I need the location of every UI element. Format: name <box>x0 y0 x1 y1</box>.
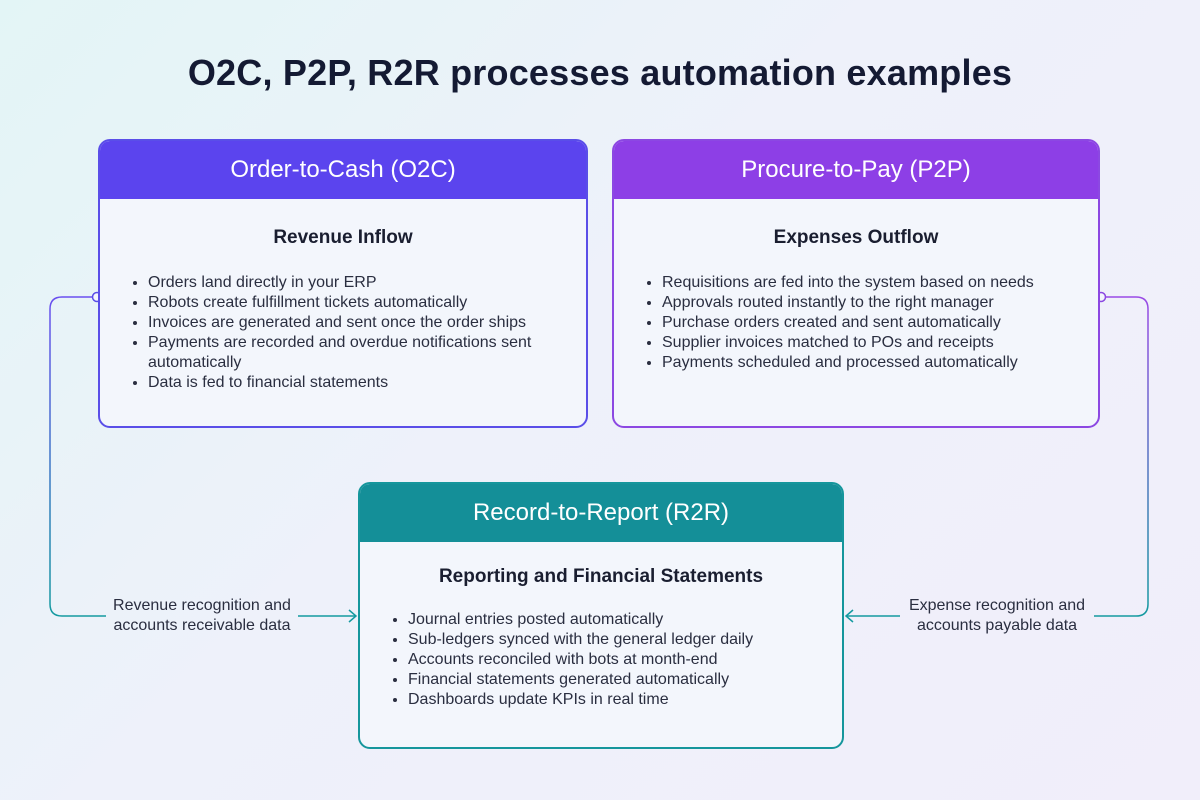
arrow-left-icon <box>844 609 854 623</box>
o2c-card: Order-to-Cash (O2C) Revenue Inflow Order… <box>98 139 588 428</box>
list-item: Accounts reconciled with bots at month-e… <box>408 650 822 670</box>
p2p-subtitle: Expenses Outflow <box>773 227 939 248</box>
list-item: Sub-ledgers synced with the general ledg… <box>408 630 822 650</box>
r2r-subtitle: Reporting and Financial Statements <box>438 566 764 587</box>
p2p-list: Requisitions are fed into the system bas… <box>614 273 1098 373</box>
arrow-right-icon <box>348 609 358 623</box>
page-title: O2C, P2P, R2R processes automation examp… <box>187 52 1013 93</box>
revenue-recognition-label: Revenue recognition and accounts receiva… <box>113 597 291 634</box>
r2r-card: Record-to-Report (R2R) Reporting and Fin… <box>358 482 844 749</box>
list-item: Dashboards update KPIs in real time <box>408 690 822 710</box>
list-item: Requisitions are fed into the system bas… <box>662 273 1078 293</box>
r2r-header: Record-to-Report (R2R) <box>360 484 842 542</box>
list-item: Purchase orders created and sent automat… <box>662 313 1078 333</box>
list-item: Orders land directly in your ERP <box>148 273 566 293</box>
p2p-card: Procure-to-Pay (P2P) Expenses Outflow Re… <box>612 139 1100 428</box>
r2r-list: Journal entries posted automatically Sub… <box>360 610 842 710</box>
list-item: Invoices are generated and sent once the… <box>148 313 566 333</box>
o2c-to-r2r-connector <box>49 296 106 617</box>
list-item: Payments scheduled and processed automat… <box>662 353 1078 373</box>
o2c-subtitle: Revenue Inflow <box>273 227 413 248</box>
list-item: Robots create fulfillment tickets automa… <box>148 293 566 313</box>
p2p-header: Procure-to-Pay (P2P) <box>614 141 1098 199</box>
list-item: Data is fed to financial statements <box>148 373 566 393</box>
list-item: Payments are recorded and overdue notifi… <box>148 333 566 373</box>
o2c-header: Order-to-Cash (O2C) <box>100 141 586 199</box>
list-item: Approvals routed instantly to the right … <box>662 293 1078 313</box>
p2p-to-r2r-connector <box>1094 296 1149 617</box>
list-item: Financial statements generated automatic… <box>408 670 822 690</box>
expense-recognition-label: Expense recognition and accounts payable… <box>908 597 1086 634</box>
o2c-list: Orders land directly in your ERP Robots … <box>100 273 586 393</box>
list-item: Supplier invoices matched to POs and rec… <box>662 333 1078 353</box>
list-item: Journal entries posted automatically <box>408 610 822 630</box>
